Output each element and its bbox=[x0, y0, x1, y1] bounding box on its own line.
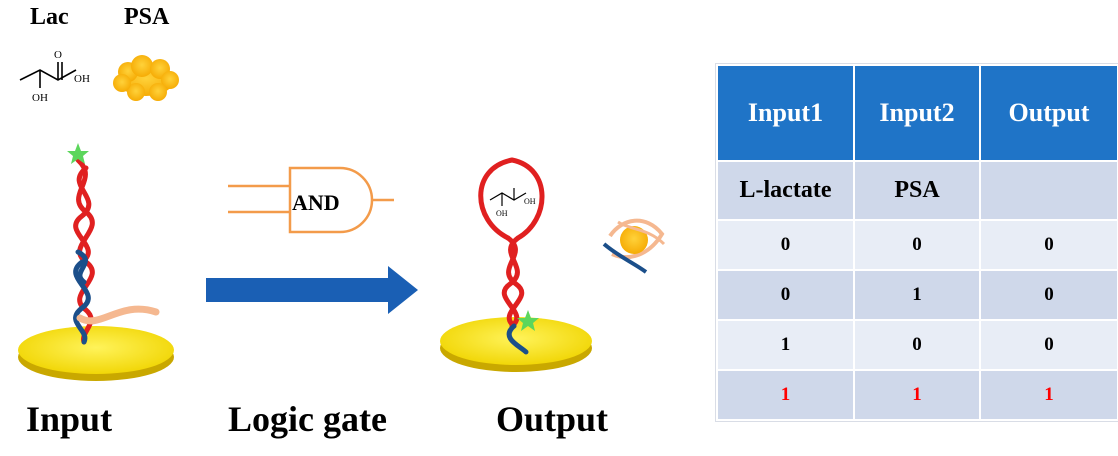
input-star-icon bbox=[67, 143, 89, 164]
molecule-oh-right: OH bbox=[74, 73, 90, 85]
diagram-illustration: O OH OH AND bbox=[18, 49, 666, 381]
header-input1: Input1 bbox=[716, 64, 855, 162]
table-cell: 1 bbox=[716, 369, 855, 421]
and-gate-label: AND bbox=[292, 190, 340, 215]
molecule-oh-bottom: OH bbox=[32, 92, 48, 104]
table-row: 0 1 0 bbox=[716, 269, 1118, 322]
table-cell: 0 bbox=[716, 219, 855, 272]
table-cell: 1 bbox=[853, 369, 981, 421]
input-electrode bbox=[18, 326, 174, 381]
table-row: 0 0 0 bbox=[716, 219, 1118, 272]
table-cell: 0 bbox=[716, 269, 855, 322]
truth-table: Input1 Input2 Output L-lactate PSA 0 0 0… bbox=[716, 64, 1118, 421]
table-cell: 1 bbox=[979, 369, 1118, 421]
lactate-molecule bbox=[19, 62, 77, 88]
psa-cloud-icon bbox=[113, 55, 179, 101]
header-output: Output bbox=[979, 64, 1118, 162]
process-arrow bbox=[206, 266, 418, 314]
table-cell: PSA bbox=[853, 159, 981, 222]
output-oh-right: OH bbox=[524, 197, 536, 206]
table-row: L-lactate PSA bbox=[716, 159, 1118, 222]
psa-aptamer-complex bbox=[602, 218, 666, 274]
table-cell: L-lactate bbox=[716, 159, 855, 222]
output-electrode bbox=[440, 317, 592, 372]
table-cell bbox=[979, 159, 1118, 222]
logic-gate-caption: Logic gate bbox=[228, 399, 387, 439]
input-dna-helix bbox=[73, 157, 160, 345]
and-gate-symbol bbox=[228, 166, 394, 234]
output-caption: Output bbox=[496, 399, 609, 439]
header-input2: Input2 bbox=[853, 64, 981, 162]
molecule-o-label: O bbox=[54, 49, 62, 61]
output-star-icon bbox=[517, 310, 539, 331]
table-cell: 1 bbox=[853, 269, 981, 322]
psa-label: PSA bbox=[124, 4, 170, 30]
table-row-highlight: 1 1 1 bbox=[716, 369, 1118, 421]
table-cell: 0 bbox=[853, 319, 981, 372]
truth-table-header-row: Input1 Input2 Output bbox=[716, 64, 1118, 162]
output-dna-hairpin bbox=[478, 157, 545, 355]
table-cell: 0 bbox=[979, 319, 1118, 372]
output-lactate-molecule bbox=[489, 188, 527, 206]
table-cell: 0 bbox=[853, 219, 981, 272]
table-cell: 0 bbox=[979, 219, 1118, 272]
lac-label: Lac bbox=[30, 4, 69, 30]
table-cell: 0 bbox=[979, 269, 1118, 322]
output-oh-bottom: OH bbox=[496, 209, 508, 218]
table-row: 1 0 0 bbox=[716, 319, 1118, 372]
table-cell: 1 bbox=[716, 319, 855, 372]
input-caption: Input bbox=[26, 399, 113, 439]
